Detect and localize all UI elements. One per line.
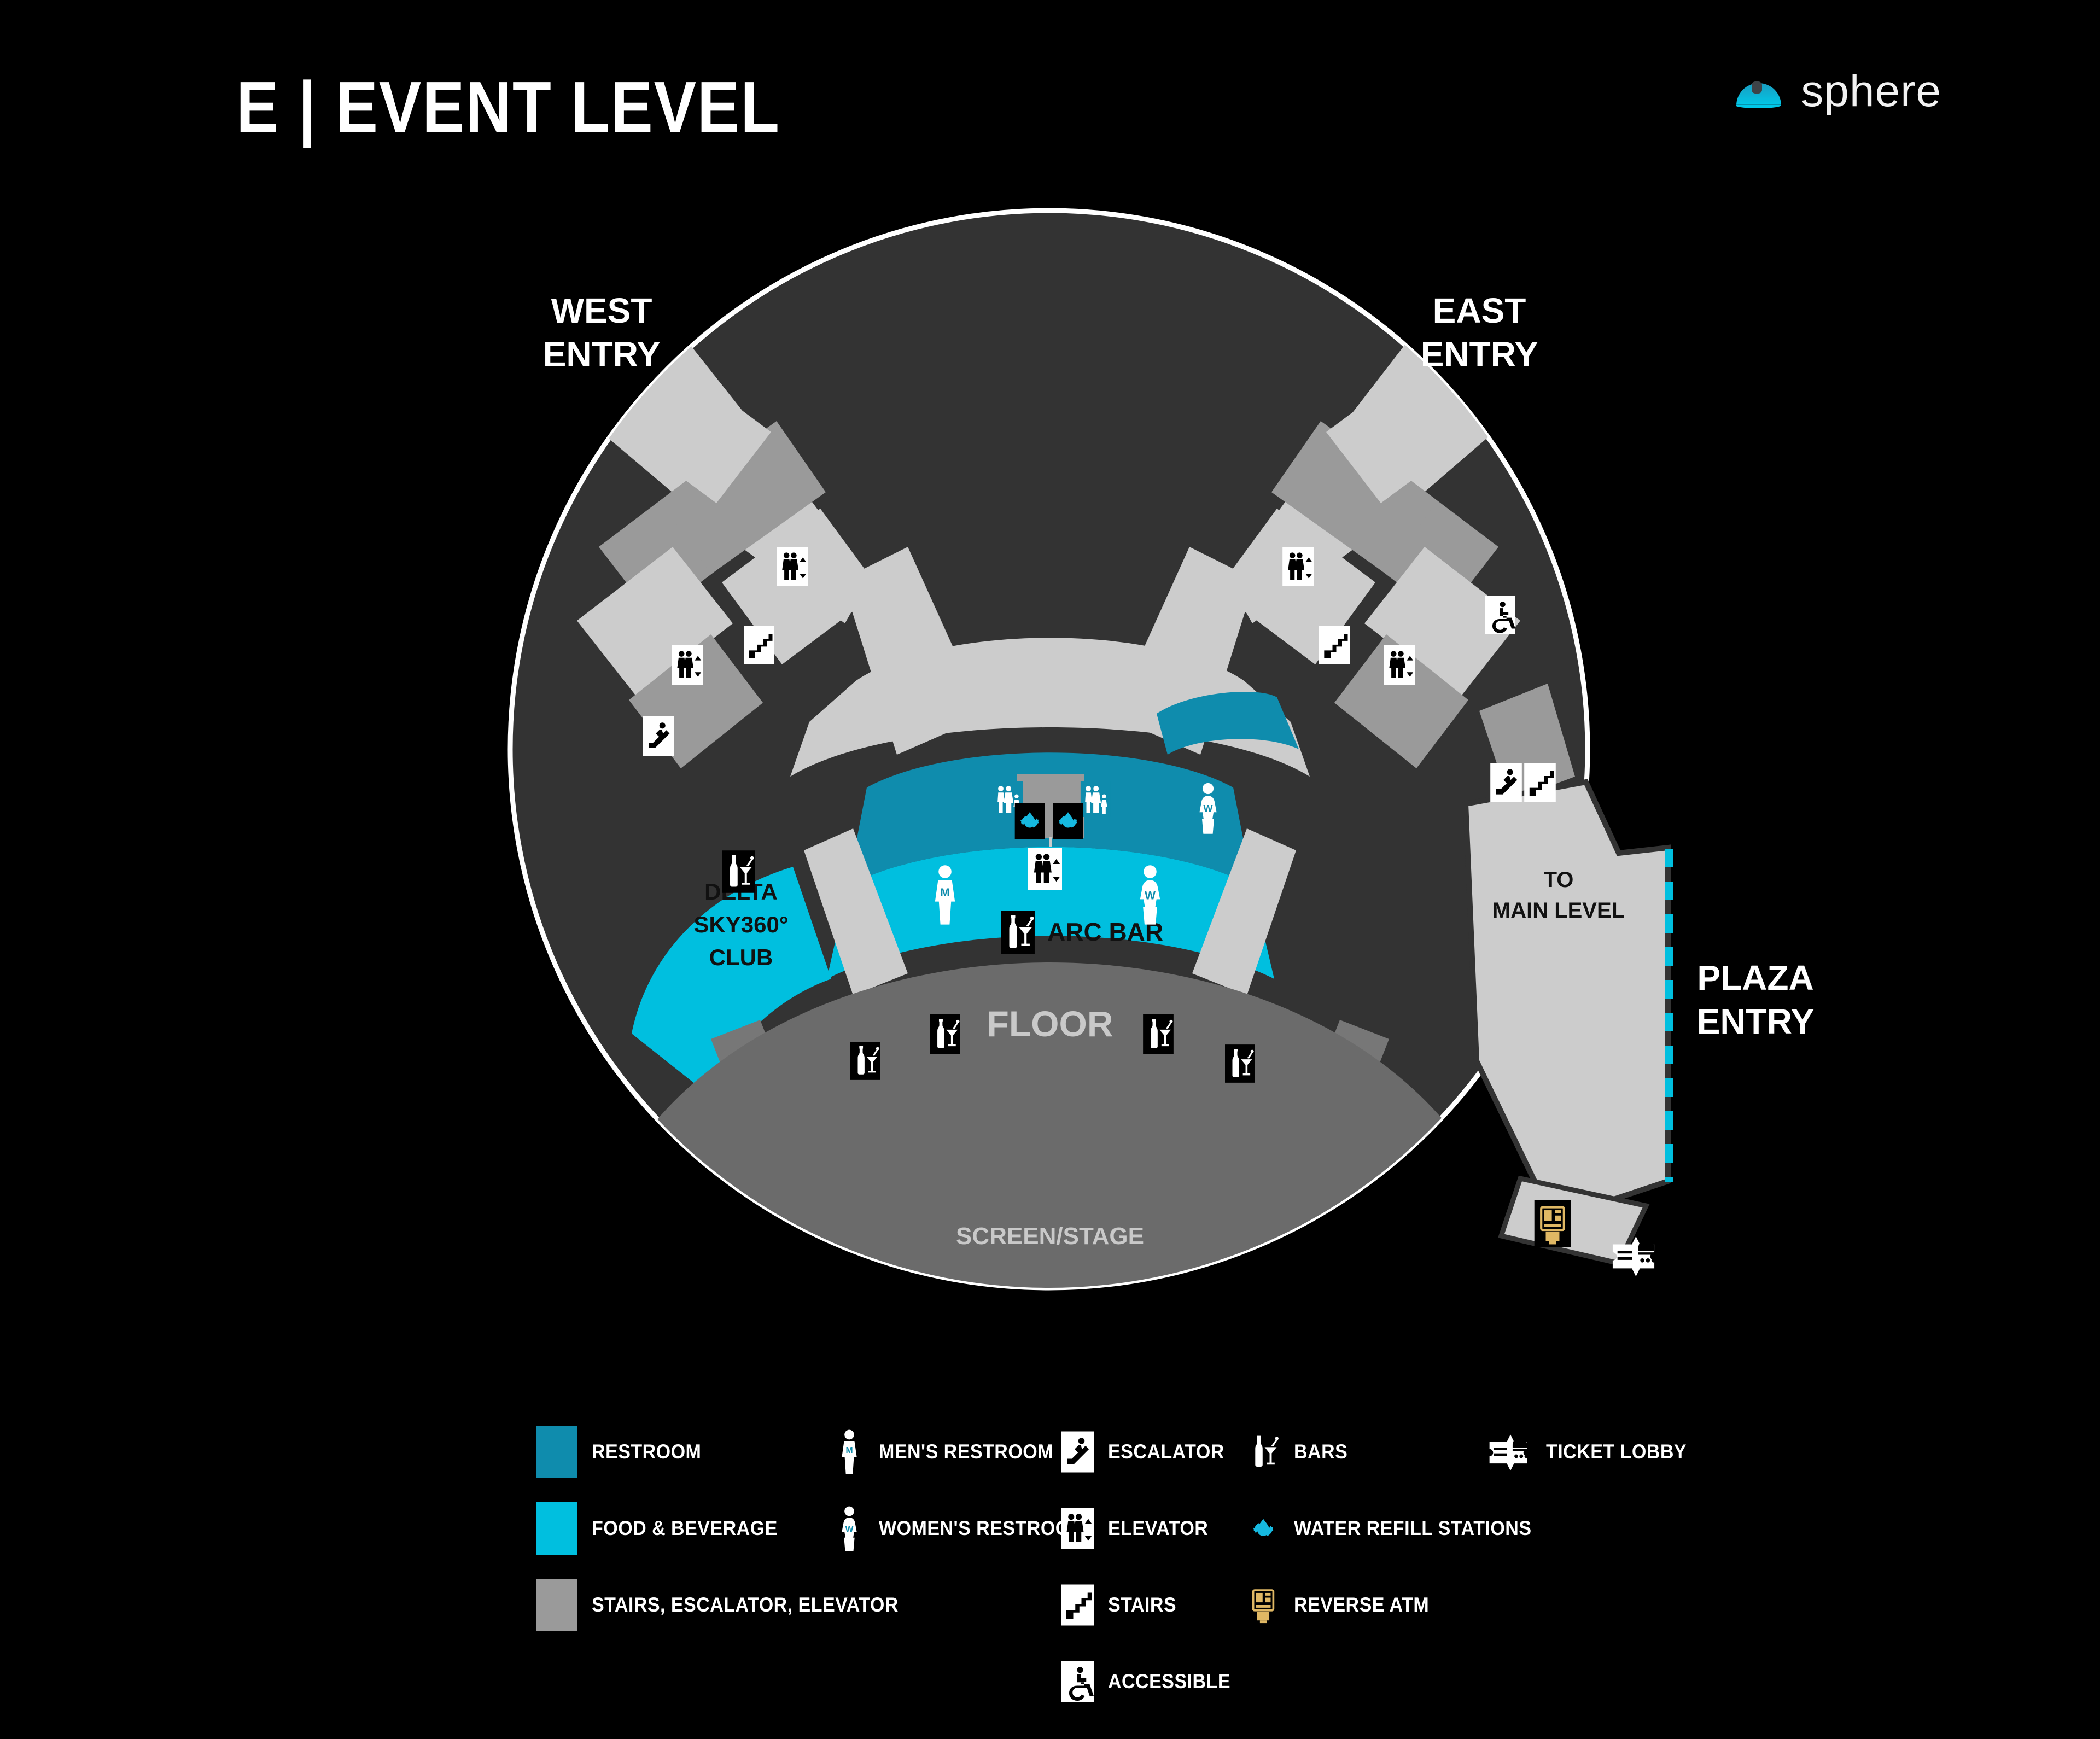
escalator-icon[interactable] bbox=[643, 716, 674, 756]
family-restroom-icon[interactable] bbox=[1080, 781, 1111, 817]
legend-item-bars: BARS bbox=[1247, 1431, 1552, 1473]
legend-label: STAIRS, ESCALATOR, ELEVATOR bbox=[592, 1594, 899, 1616]
delta-club-line2: SKY360° bbox=[693, 912, 788, 937]
to-main-level-line1: TO bbox=[1544, 868, 1574, 892]
legend-item-ticket-lobby: TICKET LOBBY bbox=[1485, 1433, 1699, 1471]
delta-sky360-club-zone[interactable] bbox=[632, 867, 831, 1096]
legend-item-water-refill: WATER REFILL STATIONS bbox=[1247, 1508, 1552, 1549]
food-beverage-swatch bbox=[536, 1502, 578, 1555]
bars-icon[interactable] bbox=[1143, 1014, 1174, 1054]
page-title: E | EVENT LEVEL bbox=[236, 67, 780, 147]
bars-icon bbox=[1247, 1431, 1280, 1473]
floor-label: FLOOR bbox=[987, 1003, 1113, 1044]
stairs-icon bbox=[1061, 1584, 1094, 1626]
accessible-icon bbox=[1061, 1661, 1094, 1702]
legend-label: FOOD & BEVERAGE bbox=[592, 1517, 778, 1539]
elevator-icon[interactable] bbox=[1282, 547, 1314, 586]
legend-item-stairs: STAIRS bbox=[1061, 1584, 1241, 1626]
legend-label: ELEVATOR bbox=[1108, 1517, 1209, 1539]
bars-icon[interactable] bbox=[850, 1042, 880, 1080]
bars-icon[interactable] bbox=[930, 1014, 960, 1054]
plaza-entry-polygon[interactable] bbox=[1462, 779, 1671, 1223]
arc-bar-label: ARC BAR bbox=[1047, 918, 1163, 946]
plaza-entry-label-line2: ENTRY bbox=[1697, 1002, 1815, 1041]
accessible-icon[interactable] bbox=[1485, 596, 1515, 634]
bars-icon[interactable] bbox=[722, 850, 755, 893]
elevator-icon[interactable] bbox=[672, 645, 703, 685]
legend-column-ticket-lobby: TICKET LOBBY bbox=[1485, 1433, 1699, 1509]
to-main-level-line2: MAIN LEVEL bbox=[1492, 898, 1625, 923]
stairs-icon[interactable] bbox=[744, 626, 774, 664]
elevator-icon[interactable] bbox=[777, 547, 808, 586]
sphere-logo: sphere bbox=[1735, 66, 1941, 117]
legend-item-mens-restroom: MEN'S RESTROOM bbox=[834, 1429, 1104, 1474]
escalator-icon bbox=[1061, 1431, 1094, 1473]
legend-label: BARS bbox=[1294, 1440, 1348, 1463]
bars-icon[interactable] bbox=[1001, 911, 1035, 954]
elevator-icon bbox=[1061, 1508, 1094, 1549]
page-header: E | EVENT LEVEL sphere bbox=[0, 0, 2100, 175]
reverse-atm-icon[interactable] bbox=[1535, 1200, 1571, 1247]
arc-bar-zone[interactable] bbox=[827, 847, 1274, 979]
ticket-lobby-icon bbox=[1485, 1432, 1532, 1472]
legend-label: STAIRS bbox=[1108, 1594, 1177, 1616]
reverse-atm-icon bbox=[1247, 1584, 1280, 1626]
legend-item-food-beverage: FOOD & BEVERAGE bbox=[536, 1502, 925, 1555]
sphere-dome-icon bbox=[1735, 74, 1782, 109]
legend-item-escalator: ESCALATOR bbox=[1061, 1431, 1241, 1473]
stairs-icon[interactable] bbox=[1524, 763, 1556, 802]
legend-label: TICKET LOBBY bbox=[1546, 1440, 1687, 1463]
circulation-swatch bbox=[536, 1579, 578, 1631]
legend-label: ESCALATOR bbox=[1108, 1440, 1224, 1463]
escalator-icon[interactable] bbox=[1490, 763, 1522, 802]
plaza-entry-label-line1: PLAZA bbox=[1697, 958, 1813, 997]
legend-item-restroom: RESTROOM bbox=[536, 1426, 925, 1478]
legend-label: RESTROOM bbox=[592, 1440, 702, 1463]
elevator-icon[interactable] bbox=[1028, 848, 1062, 890]
venue-map[interactable]: M W bbox=[0, 164, 2100, 1422]
legend-item-circulation: STAIRS, ESCALATOR, ELEVATOR bbox=[536, 1579, 925, 1631]
restroom-swatch bbox=[536, 1426, 578, 1478]
legend-item-womens-restroom: WOMEN'S RESTROOM bbox=[834, 1506, 1104, 1551]
delta-club-line3: CLUB bbox=[709, 944, 773, 970]
legend-column-restroom-figures: MEN'S RESTROOM WOMEN'S RESTROOM bbox=[834, 1429, 1104, 1586]
concourse-walkway[interactable] bbox=[790, 638, 1310, 777]
legend-label: MEN'S RESTROOM bbox=[879, 1440, 1054, 1463]
mens-restroom-icon bbox=[834, 1429, 865, 1475]
womens-restroom-icon bbox=[834, 1505, 865, 1551]
west-entry-label-line2: ENTRY bbox=[543, 335, 661, 374]
legend-label: REVERSE ATM bbox=[1294, 1594, 1430, 1616]
water-refill-icon[interactable] bbox=[1014, 803, 1045, 839]
screen-stage-label: SCREEN/STAGE bbox=[956, 1223, 1144, 1250]
sphere-wordmark: sphere bbox=[1801, 66, 1941, 116]
legend-column-swatches: RESTROOM FOOD & BEVERAGE STAIRS, ESCALAT… bbox=[536, 1426, 925, 1662]
bars-icon[interactable] bbox=[1225, 1044, 1255, 1083]
west-entry-label-line1: WEST bbox=[551, 291, 652, 330]
elevator-icon[interactable] bbox=[1384, 645, 1415, 685]
legend-item-elevator: ELEVATOR bbox=[1061, 1508, 1241, 1549]
stairs-icon[interactable] bbox=[1319, 626, 1350, 664]
legend-column-amenities: BARS WATER REFILL STATIONS REVERSE ATM bbox=[1247, 1431, 1552, 1662]
legend-item-accessible: ACCESSIBLE bbox=[1061, 1661, 1241, 1702]
east-entry-label-line2: ENTRY bbox=[1421, 335, 1538, 374]
legend-label: WOMEN'S RESTROOM bbox=[879, 1517, 1086, 1539]
legend-column-circulation-icons: ESCALATOR ELEVATOR STAIRS ACCESSIBLE bbox=[1061, 1431, 1241, 1739]
water-refill-icon[interactable] bbox=[1053, 803, 1083, 839]
legend-item-reverse-atm: REVERSE ATM bbox=[1247, 1584, 1552, 1626]
legend-label: ACCESSIBLE bbox=[1108, 1670, 1231, 1693]
legend-label: WATER REFILL STATIONS bbox=[1294, 1517, 1532, 1539]
east-entry-label-line1: EAST bbox=[1433, 291, 1526, 330]
restroom-northeast[interactable] bbox=[1157, 692, 1299, 755]
map-legend: RESTROOM FOOD & BEVERAGE STAIRS, ESCALAT… bbox=[0, 1426, 2100, 1702]
water-refill-icon bbox=[1247, 1508, 1280, 1549]
